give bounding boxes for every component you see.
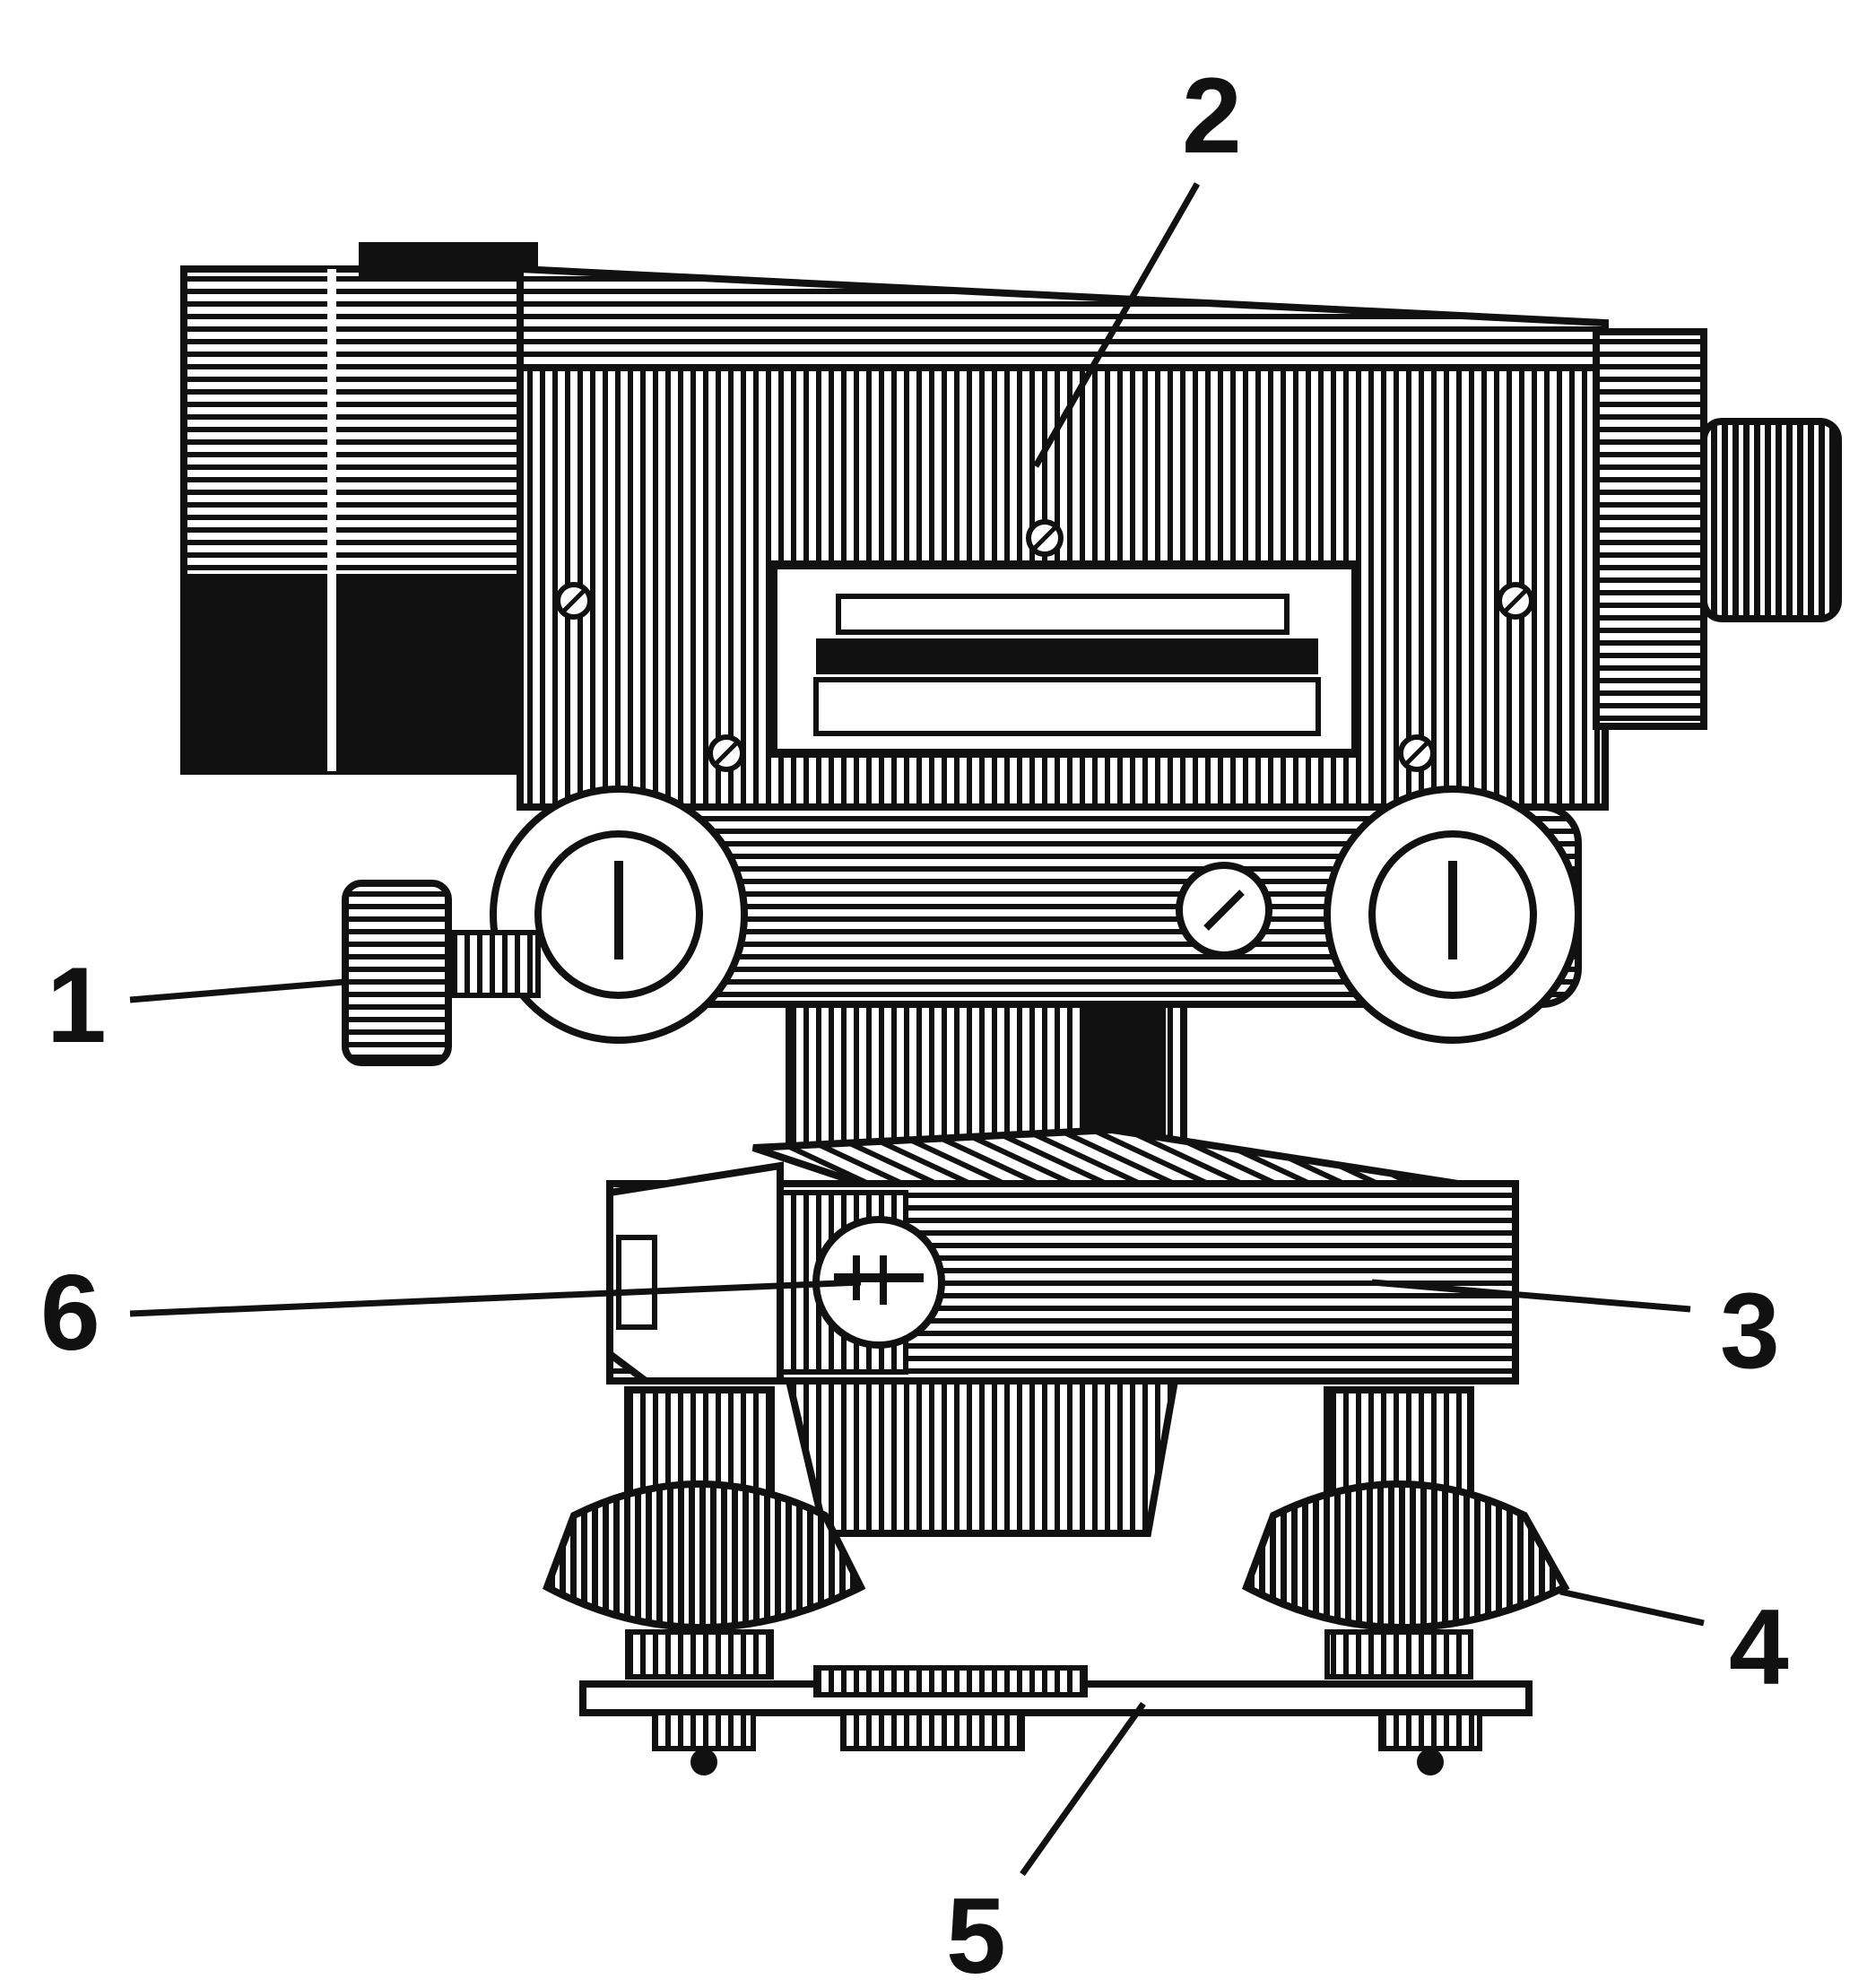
telescope-body bbox=[517, 364, 1609, 811]
callout-2: 2 bbox=[1182, 56, 1242, 176]
screw-icon bbox=[1026, 519, 1064, 557]
leader-5 bbox=[1020, 1701, 1146, 1877]
callout-3: 3 bbox=[1720, 1271, 1780, 1391]
leader-lines bbox=[129, 182, 1705, 1877]
callout-4: 4 bbox=[1729, 1587, 1789, 1707]
leader-4 bbox=[1559, 1588, 1705, 1627]
leveling-screw-right bbox=[1242, 1386, 1570, 1680]
focusing-knob bbox=[342, 880, 541, 1066]
leader-3 bbox=[1371, 1279, 1691, 1313]
leader-1 bbox=[129, 978, 346, 1003]
eyepiece bbox=[1593, 328, 1842, 730]
leader-6 bbox=[129, 1279, 862, 1317]
objective-lens-barrel bbox=[180, 242, 538, 775]
base-plate bbox=[579, 1665, 1533, 1775]
callout-1: 1 bbox=[47, 945, 107, 1065]
screw-icon bbox=[1497, 582, 1534, 620]
screw-icon bbox=[1398, 734, 1436, 772]
lower-housing bbox=[784, 1377, 1179, 1537]
tribrach-head bbox=[606, 1125, 1519, 1385]
circular-level bbox=[777, 1190, 945, 1375]
vertical-axis bbox=[786, 1001, 1187, 1151]
leveling-screw-left bbox=[543, 1386, 866, 1680]
callout-6: 6 bbox=[40, 1253, 100, 1373]
telescope-cradle bbox=[490, 786, 1582, 1044]
callout-5: 5 bbox=[946, 1876, 1006, 1988]
leader-2 bbox=[1032, 182, 1201, 468]
screw-icon bbox=[555, 582, 593, 620]
screw-icon bbox=[708, 734, 745, 772]
